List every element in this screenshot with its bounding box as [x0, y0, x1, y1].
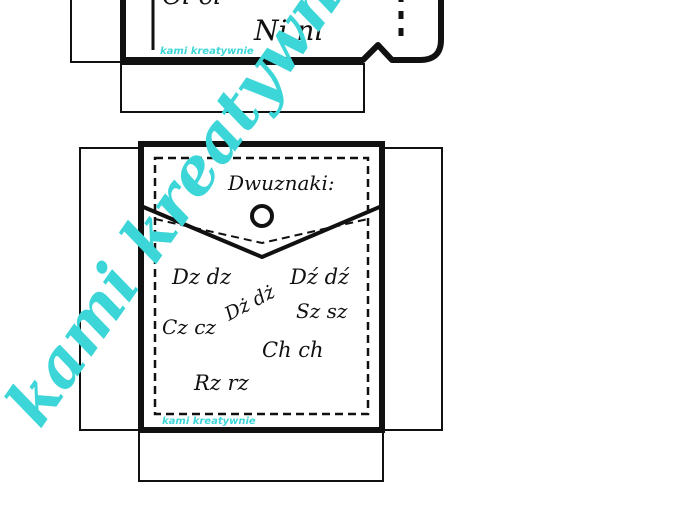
main-pocket: Dwuznaki: Dz dz Dź dź Dż dż Sz sz Cz cz … — [79, 141, 443, 482]
digraph-label: Cz cz — [162, 315, 216, 339]
digraph-label: Dź dź — [289, 265, 350, 289]
left-side-flap — [79, 147, 142, 431]
pocket-body — [138, 141, 385, 433]
pocket-inner-stitch — [153, 156, 370, 416]
top-letters: Ni ni — [253, 14, 323, 47]
pocket-flap-stitch — [154, 218, 369, 245]
top-bottom-flap — [120, 63, 365, 113]
pocket-flap — [140, 204, 383, 259]
digraph-label: Sz sz — [296, 299, 348, 323]
button-icon — [250, 204, 274, 228]
pocket-watermark: kami kreatywnie — [162, 416, 256, 427]
digraph-label: Rz rz — [193, 371, 250, 395]
top-pocket-watermark: kami kreatywnie — [160, 46, 254, 57]
bottom-flap — [138, 431, 384, 482]
right-side-flap — [381, 147, 443, 431]
pocket-title: Dwuznaki: — [227, 171, 335, 195]
top-pocket: Ci ci Ni ni kami kreatywnie — [70, 0, 444, 113]
top-pocket-body — [120, 0, 444, 63]
digraph-label: Ch ch — [262, 338, 324, 362]
top-left-flap — [70, 0, 124, 63]
digraph-label: Dz dz — [171, 265, 232, 289]
top-letters-partial: Ci ci — [162, 0, 221, 11]
